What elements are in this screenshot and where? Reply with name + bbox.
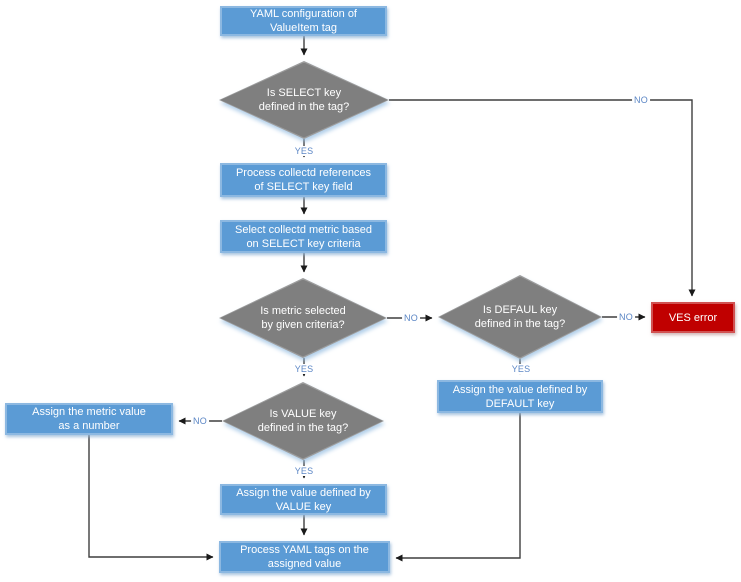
edge-label-select-yes: YES — [292, 146, 316, 156]
node-label: YAML configuration of — [249, 8, 357, 20]
node-process-yaml-tags: Process YAML tags on the assigned value — [219, 541, 390, 573]
node-label: assigned value — [267, 558, 342, 570]
node-label: Assign the value defined by — [452, 383, 588, 396]
edge-label-default-no: NO — [617, 312, 635, 322]
edge-label-metric-yes: YES — [292, 364, 316, 374]
decision-is-default-key-defined: Is DEFAUL key defined in the tag? — [438, 275, 602, 359]
edge-label-default-yes: YES — [509, 364, 533, 374]
diamond-shape: Is DEFAUL key defined in the tag? — [438, 275, 602, 359]
node-label: Process YAML tags on the — [240, 544, 369, 556]
node-label: as a number — [58, 420, 120, 432]
diamond-shape: Is SELECT key defined in the tag? — [219, 61, 389, 139]
node-label: defined in the tag? — [257, 422, 349, 434]
node-label: VES error — [668, 311, 718, 324]
node-assign-value-key-value: Assign the value defined by VALUE key — [220, 484, 387, 515]
node-assign-default-value: Assign the value defined by DEFAULT key — [437, 380, 603, 413]
node-select-collectd-metric: Select collectd metric based on SELECT k… — [220, 220, 387, 253]
edge-label-value-yes: YES — [292, 466, 316, 476]
node-label: Is DEFAUL key — [482, 304, 558, 316]
diamond-shape: Is VALUE key defined in the tag? — [222, 382, 384, 460]
node-label: VALUE key — [275, 500, 332, 513]
edge-label-select-no: NO — [632, 95, 650, 105]
node-label: defined in the tag? — [474, 318, 566, 330]
diamond-shape: Is metric selected by given criteria? — [219, 278, 387, 358]
connector-assignnumber-to-processyaml — [88, 435, 214, 561]
edge-label-value-no: NO — [191, 416, 209, 426]
node-label: ValueItem tag — [269, 22, 338, 34]
node-yaml-config: YAML configuration of ValueItem tag — [220, 6, 387, 36]
node-label: on SELECT key criteria — [246, 237, 361, 250]
decision-is-value-key-defined: Is VALUE key defined in the tag? — [222, 382, 384, 460]
node-label: defined in the tag? — [258, 101, 350, 113]
node-process-collectd-references: Process collectd references of SELECT ke… — [220, 163, 387, 197]
node-label: Assign the metric value — [32, 406, 146, 418]
node-label: Is metric selected — [260, 305, 346, 317]
node-label: Is SELECT key — [266, 87, 342, 99]
decision-is-select-key-defined: Is SELECT key defined in the tag? — [219, 61, 389, 139]
node-label: Process collectd references — [235, 167, 372, 179]
node-label: by given criteria? — [261, 319, 345, 331]
node-ves-error: VES error — [651, 302, 735, 333]
node-label: DEFAULT key — [485, 397, 555, 410]
connector-select-no-to-veserror — [389, 99, 696, 297]
connector-assigndefault-to-processyaml — [395, 413, 521, 562]
node-label: Select collectd metric based — [235, 223, 372, 236]
node-assign-metric-as-number: Assign the metric value as a number — [5, 403, 173, 435]
edge-label-metric-no: NO — [402, 313, 420, 323]
node-label: of SELECT key field — [254, 181, 353, 193]
node-label: Is VALUE key — [269, 408, 337, 420]
decision-is-metric-selected: Is metric selected by given criteria? — [219, 278, 387, 358]
node-label: Assign the value defined by — [236, 486, 371, 499]
